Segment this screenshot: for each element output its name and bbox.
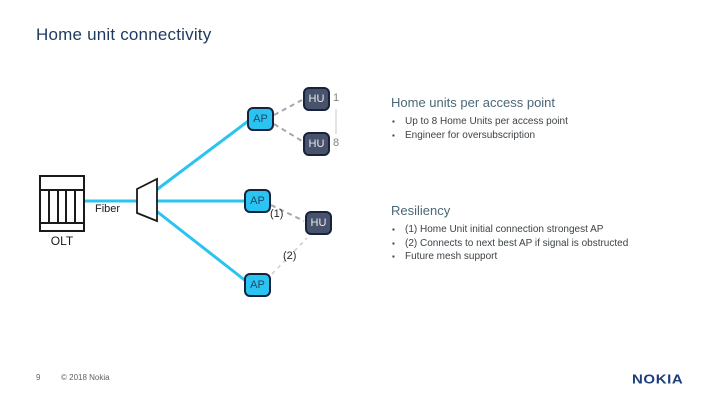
bullet-item: (2) Connects to next best AP if signal i… — [391, 237, 706, 251]
ap1-to-hu1-link — [273, 99, 303, 116]
ap-node-2: AP — [244, 189, 271, 213]
hu-index-8: 8 — [333, 137, 340, 149]
bullet-item: Up to 8 Home Units per access point — [391, 115, 706, 129]
section-heading-home-units: Home units per access point — [391, 95, 556, 110]
splitter-to-ap1-line — [153, 117, 253, 193]
olt-icon-card-slots — [41, 191, 83, 222]
hu-node-middle: HU — [305, 211, 332, 235]
ap-node-1: AP — [247, 107, 274, 131]
section-home-units-per-ap: Home units per access point Up to 8 Home… — [391, 95, 706, 142]
section-resiliency: Resiliency (1) Home Unit initial connect… — [391, 203, 706, 264]
section-heading-resiliency: Resiliency — [391, 203, 451, 218]
hu-node-1: HU — [303, 87, 330, 111]
ap1-to-hu8-link — [273, 123, 303, 142]
bullet-item: Future mesh support — [391, 250, 706, 264]
path-annotation-2: (2) — [283, 250, 297, 262]
path-annotation-1: (1) — [270, 208, 284, 220]
bullet-item: (1) Home Unit initial connection stronge… — [391, 223, 706, 237]
hu-node-8: HU — [303, 132, 330, 156]
nokia-logo: NOKIA — [632, 372, 684, 387]
hu-index-1: 1 — [333, 92, 340, 104]
optical-splitter-shape — [136, 177, 158, 223]
ap-node-3: AP — [244, 273, 271, 297]
olt-icon-bottom-band — [41, 222, 83, 230]
fiber-label: Fiber — [95, 203, 121, 215]
olt-icon-top-band — [41, 177, 83, 191]
bullet-list-resiliency: (1) Home Unit initial connection stronge… — [391, 223, 706, 264]
bullet-item: Engineer for oversubscription — [391, 129, 706, 143]
bullet-list-home-units: Up to 8 Home Units per access point Engi… — [391, 115, 706, 142]
splitter-to-ap3-line — [153, 208, 253, 287]
olt-label: OLT — [50, 234, 74, 248]
page-number: 9 — [36, 373, 41, 382]
page-title: Home unit connectivity — [36, 25, 212, 44]
olt-icon — [39, 175, 85, 232]
copyright-text: © 2018 Nokia — [61, 373, 110, 382]
